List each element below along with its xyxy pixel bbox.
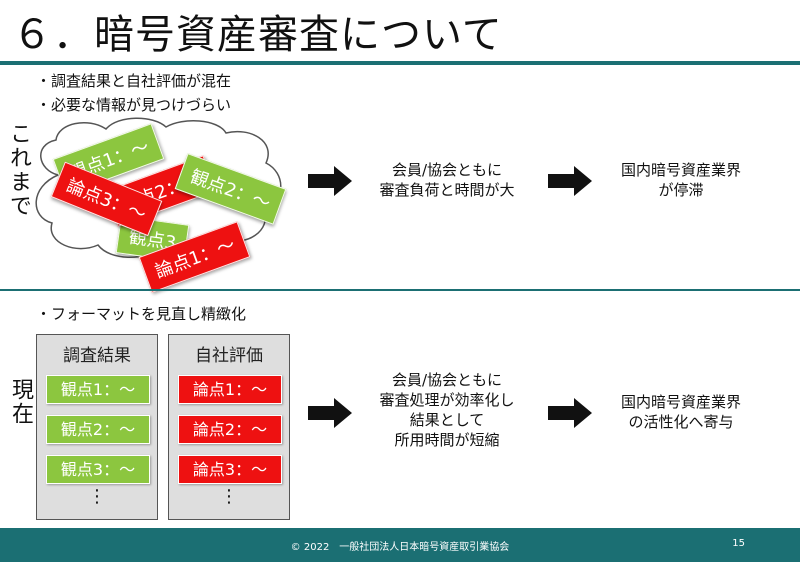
copyright-text: © 2022 一般社団法人日本暗号資産取引業協会 [290, 542, 510, 553]
more-indicator: ⋮ [88, 486, 106, 507]
survey-results-title: 調査結果 [63, 346, 131, 366]
now-result-line-1: 国内暗号資産業界 [620, 393, 741, 411]
before-label: これまで [6, 122, 31, 218]
slide-title: ６．暗号資産審査について [12, 12, 503, 58]
issue-card-2: 論点2：～ [178, 415, 282, 444]
issue-card-1: 論点1：～ [178, 375, 282, 404]
before-effect-text: 会員/協会ともに 審査負荷と時間が大 [362, 160, 532, 200]
now-result-line-2: の活性化へ寄与 [628, 413, 734, 431]
now-effect-line-2: 審査処理が効率化し [379, 391, 515, 409]
self-assessment-title: 自社評価 [195, 346, 263, 366]
title-divider [0, 61, 800, 65]
now-effect-text: 会員/協会ともに 審査処理が効率化し 結果として 所用時間が短縮 [362, 370, 532, 450]
before-effect-line-2: 審査負荷と時間が大 [379, 181, 515, 199]
viewpoint-card-1: 観点1：～ [46, 375, 150, 404]
before-result-text: 国内暗号資産業界 が停滞 [596, 160, 766, 200]
page-number: 15 [732, 538, 745, 549]
now-label: 現在 [8, 378, 33, 426]
now-effect-line-3: 結果として [409, 411, 485, 429]
more-indicator: ⋮ [220, 486, 238, 507]
section-divider [0, 289, 800, 291]
issue-card-3: 論点3：～ [178, 455, 282, 484]
now-bullet-1: ・フォーマットを見直し精緻化 [36, 305, 247, 323]
viewpoint-card-2: 観点2：～ [46, 415, 150, 444]
before-effect-line-1: 会員/協会ともに [391, 161, 503, 179]
before-result-line-1: 国内暗号資産業界 [620, 161, 741, 179]
arrow-right-icon [548, 166, 592, 196]
before-bullet-2: ・必要な情報が見つけづらい [36, 96, 232, 114]
before-bullet-1: ・調査結果と自社評価が混在 [36, 72, 232, 90]
now-effect-line-4: 所用時間が短縮 [394, 431, 500, 449]
footer-bar: © 2022 一般社団法人日本暗号資産取引業協会 15 [0, 528, 800, 562]
self-assessment-panel: 自社評価 論点1：～ 論点2：～ 論点3：～ ⋮ [168, 334, 290, 520]
viewpoint-card-3: 観点3：～ [46, 455, 150, 484]
now-effect-line-1: 会員/協会ともに [391, 371, 503, 389]
before-result-line-2: が停滞 [658, 181, 704, 199]
now-result-text: 国内暗号資産業界 の活性化へ寄与 [596, 392, 766, 432]
arrow-right-icon [308, 166, 352, 196]
arrow-right-icon [308, 398, 352, 428]
arrow-right-icon [548, 398, 592, 428]
survey-results-panel: 調査結果 観点1：～ 観点2：～ 観点3：～ ⋮ [36, 334, 158, 520]
